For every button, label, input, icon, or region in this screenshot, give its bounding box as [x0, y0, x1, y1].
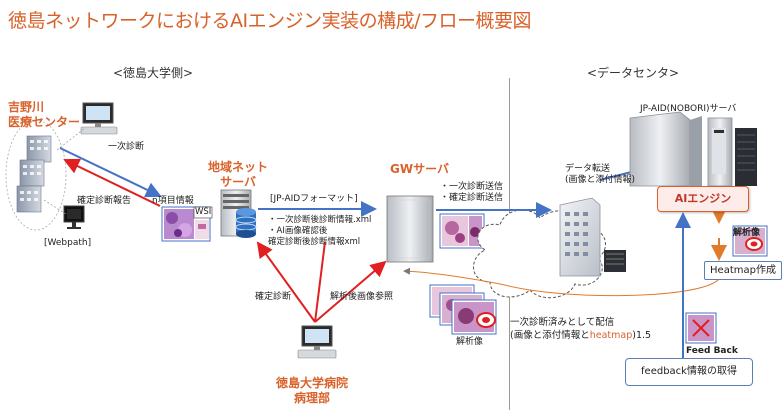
- yoshinogawa-label: 吉野川 医療センター: [8, 100, 80, 130]
- final-diagnosis-label: 確定診断: [255, 292, 292, 302]
- delivery-line2-prefix: (画像と添付情報と: [510, 330, 590, 341]
- slide-thumbnail-icon: [685, 312, 717, 344]
- slide-thumbnail-icon: [161, 206, 211, 242]
- delivery-line2: (画像と添付情報とheatmap)1.5: [510, 329, 651, 342]
- first-diagnosis-label: 一次診断: [108, 142, 145, 152]
- hospital-building-icon: [5, 119, 67, 231]
- delivery-heatmap-word: heatmap: [589, 330, 633, 341]
- xml-list-item-3: 確定診断後診断情報xml: [268, 237, 361, 247]
- tokudai-line2: 病理部: [294, 391, 331, 405]
- yoshinogawa-line1: 吉野川: [8, 100, 45, 114]
- analysis-ref-label: 解析後画像参照: [330, 292, 394, 302]
- final-report-label: 確定診断報告: [77, 196, 132, 206]
- rack-server-icon: [604, 250, 626, 272]
- slide-thumbnail-icon: [732, 225, 768, 257]
- gw-server-label: GWサーバ: [390, 162, 449, 176]
- feed-back-label: Feed Back: [686, 346, 738, 356]
- heatmap-create-box: Heatmap作成: [704, 261, 782, 280]
- tokudai-line1: 徳島大学病院: [276, 376, 349, 390]
- regional-server-line2: サーバ: [220, 175, 256, 189]
- delivery-line1: 一次診断済みとして配信: [510, 317, 615, 328]
- server-tower-icon: [386, 195, 434, 263]
- analysis-image-right-label: 解析像: [733, 228, 761, 238]
- database-icon: [235, 208, 257, 238]
- gw-send-item-2: ・確定診断送信: [440, 193, 504, 203]
- xml-list: ・一次診断後診断情報.xml ・AI画像確認後 確定診断後診断情報xml: [268, 215, 371, 248]
- data-transfer-label: データ転送 (画像と添付情報): [565, 164, 635, 186]
- rack-server-icon: [629, 111, 757, 187]
- webpath-label: [Webpath]: [44, 238, 92, 248]
- datacenter-building-icon: [559, 197, 601, 277]
- gw-send-item-1: ・一次診断送信: [440, 182, 504, 192]
- wsi-label: WSI: [195, 207, 212, 217]
- section-tokudai-side: <徳島大学側>: [113, 66, 194, 80]
- desktop-computer-icon: [80, 102, 118, 135]
- slide-thumbnail-icon: [429, 284, 497, 335]
- monitor-icon: [63, 205, 85, 229]
- analysis-image-label: 解析像: [456, 337, 484, 347]
- yoshinogawa-line2: 医療センター: [8, 115, 81, 129]
- jp-aid-server-label: JP-AID(NOBORI)サーバ: [640, 104, 737, 114]
- feedback-acquire-box: feedback情報の取得: [625, 358, 753, 386]
- xml-list-item-2: ・AI画像確認後: [268, 226, 328, 236]
- regional-server-label: 地域ネット サーバ: [208, 160, 268, 190]
- delivery-label: 一次診断済みとして配信 (画像と添付情報とheatmap)1.5: [510, 316, 651, 342]
- delivery-line2-suffix: )1.5: [632, 330, 652, 341]
- data-transfer-line2: (画像と添付情報): [565, 175, 636, 185]
- regional-server-line1: 地域ネット: [208, 160, 269, 174]
- page-title: 徳島ネットワークにおけるAIエンジン実装の構成/フロー概要図: [8, 10, 532, 32]
- n-items-label: n項目情報: [152, 196, 194, 206]
- gw-send-list: ・一次診断送信 ・確定診断送信: [440, 182, 503, 204]
- section-datacenter: <データセンタ>: [587, 66, 680, 80]
- slide-thumbnail-icon: [439, 213, 485, 249]
- tokudai-label: 徳島大学病院 病理部: [276, 376, 348, 406]
- data-transfer-line1: データ転送: [565, 164, 611, 174]
- jp-aid-format-label: [JP-AIDフォーマット]: [270, 194, 358, 204]
- xml-list-item-1: ・一次診断後診断情報.xml: [268, 215, 372, 225]
- desktop-computer-icon: [297, 325, 337, 359]
- ai-engine-box: AIエンジン: [657, 186, 749, 212]
